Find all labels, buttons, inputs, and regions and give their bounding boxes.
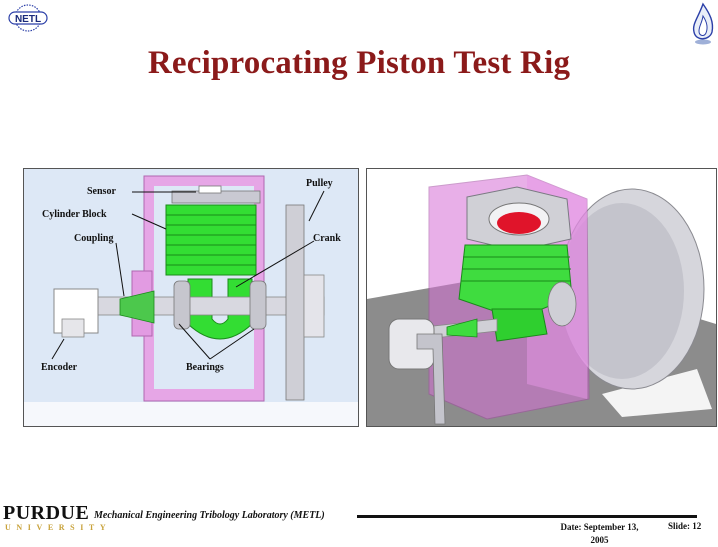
cylinder-block: [165, 204, 257, 276]
green-cylinder: [458, 244, 573, 342]
render-drawing: [367, 174, 716, 426]
purdue-logo-subtext: UNIVERSITY: [5, 523, 112, 532]
render-bearing: [547, 281, 577, 327]
coupling: [119, 290, 155, 324]
slide-title: Reciprocating Piston Test Rig: [147, 45, 571, 81]
pulley-hub: [303, 274, 325, 338]
label-bearings: Bearings: [186, 362, 224, 373]
schematic-bottom-strip: [24, 402, 358, 426]
footer-slide-number: Slide: 12: [668, 521, 702, 531]
footer-rule: [357, 515, 697, 518]
pulley: [285, 204, 305, 401]
ground-highlight: [602, 369, 712, 417]
piston-top: [497, 212, 541, 234]
render-figure: [366, 168, 717, 427]
pulley-disc-face: [560, 203, 684, 379]
label-cylinder-block: Cylinder Block: [42, 209, 107, 220]
schematic-figure: Sensor Cylinder Block Coupling Pulley Cr…: [23, 168, 359, 427]
sensor-top: [198, 185, 222, 194]
label-coupling: Coupling: [74, 233, 114, 244]
leader-lines: [51, 190, 325, 360]
schematic-drawing: [24, 175, 358, 426]
label-encoder: Encoder: [41, 362, 78, 373]
crank-body: [187, 278, 253, 340]
label-crank: Crank: [313, 233, 341, 244]
bearing-right: [249, 280, 267, 330]
purdue-logo-text: PURDUE: [3, 502, 90, 524]
netl-logo-icon: NETL: [8, 4, 48, 32]
render-coupling: [446, 318, 478, 338]
label-pulley: Pulley: [306, 178, 333, 189]
footer-lab-name: Mechanical Engineering Tribology Laborat…: [94, 510, 325, 521]
flame-logo-icon: [692, 2, 714, 45]
footer-date: Date: September 13, 2005: [560, 522, 639, 545]
netl-logo-text: NETL: [15, 14, 41, 25]
encoder-base: [61, 318, 85, 338]
render-encoder-stand: [416, 333, 446, 425]
label-sensor: Sensor: [87, 186, 116, 197]
bearing-left: [173, 280, 191, 330]
